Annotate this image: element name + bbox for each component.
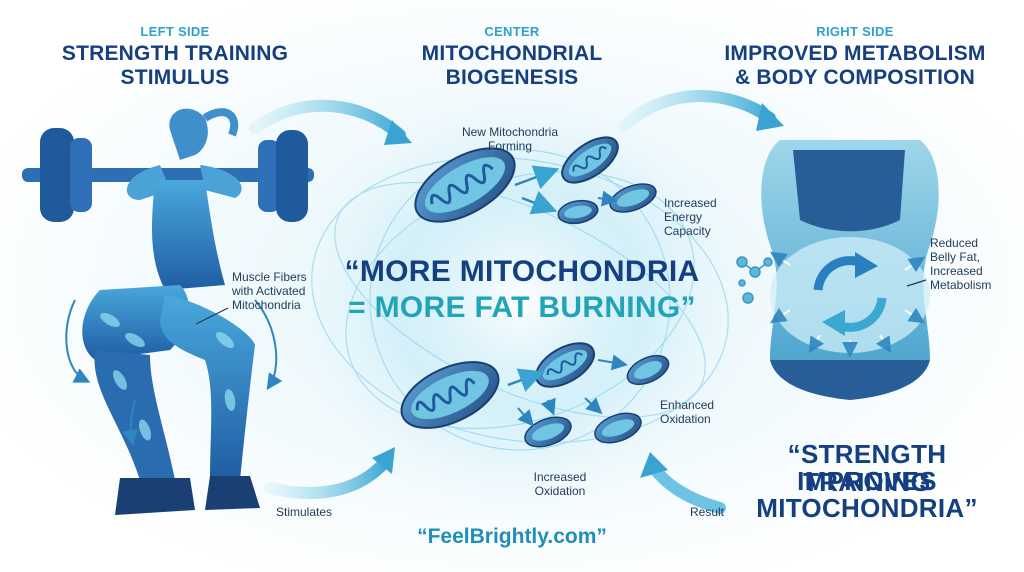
left-title-line1: STRENGTH TRAINING	[61, 42, 289, 65]
mitochondrion-icon	[535, 342, 595, 388]
center-title-line2: BIOGENESIS	[445, 66, 579, 89]
flow-arrow-icon	[619, 90, 776, 131]
reduced-line: Reduced	[930, 236, 979, 250]
flow-arrow-head-icon	[372, 447, 395, 474]
belly-fat-label: Reduced Belly Fat, Increased Metabolism	[930, 236, 1020, 292]
right-kicker: RIGHT SIDE	[816, 24, 894, 39]
right-quote-line3: MITOCHONDRIA”	[756, 493, 978, 523]
reduced-line: Metabolism	[930, 278, 992, 292]
flow-arrow-head-icon	[640, 452, 668, 478]
molecule-icon	[736, 256, 773, 304]
increased-line: Increased	[533, 470, 587, 484]
muscle-fibers-label: Muscle Fibers with Activated Mitochondri…	[232, 270, 352, 312]
energy-line: Increased	[664, 196, 717, 210]
result-label: Result	[690, 505, 725, 519]
increased-oxidation-label: Increased Oxidation	[520, 470, 600, 498]
cycle-arrows-icon	[813, 252, 887, 336]
mitochondrion-icon	[626, 354, 670, 386]
energy-capacity-label: Increased Energy Capacity	[664, 196, 744, 238]
flow-arrow-icon	[249, 99, 406, 141]
forming-line: Forming	[487, 139, 532, 153]
right-quote-line2: IMPROVES	[797, 466, 937, 496]
mitochondrion-icon	[524, 416, 572, 448]
mitochondrion-icon	[594, 412, 642, 444]
enhanced-oxidation-label: Enhanced Oxidation	[660, 398, 740, 426]
increased-line: Oxidation	[534, 484, 586, 498]
mitochondrion-icon	[609, 183, 657, 213]
muscle-label-line: Muscle Fibers	[232, 270, 307, 284]
left-kicker: LEFT SIDE	[140, 24, 210, 39]
center-quote-line2: = MORE FAT BURNING”	[348, 291, 696, 324]
torso-figure	[736, 140, 939, 400]
enhanced-line: Oxidation	[660, 412, 711, 426]
energy-line: Energy	[664, 210, 703, 224]
stimulates-label: Stimulates	[276, 505, 333, 519]
mitochondrion-icon	[400, 361, 500, 429]
center-title-line1: MITOCHONDRIAL	[421, 42, 603, 65]
flow-arrow-icon	[264, 456, 391, 499]
mitochondria-cluster	[400, 136, 670, 448]
reduced-line: Increased	[930, 264, 983, 278]
right-title-line2: & BODY COMPOSITION	[734, 66, 976, 89]
mitochondrion-icon	[561, 136, 619, 184]
barbell-icon	[22, 168, 314, 182]
right-quote-line1: “STRENGTH TRAINING	[787, 439, 947, 497]
fat-zone	[770, 237, 930, 353]
flow-arrow-head-icon	[756, 103, 784, 131]
reduced-line: Belly Fat,	[930, 250, 981, 264]
center-kicker: CENTER	[484, 24, 540, 39]
energy-line: Capacity	[664, 224, 711, 238]
new-mitochondria-label: New Mitochondria Forming	[455, 125, 565, 153]
mitochondrion-icon	[414, 147, 516, 223]
forming-line: New Mitochondria	[461, 125, 559, 139]
site-url: “FeelBrightly.com”	[417, 525, 607, 548]
enhanced-line: Enhanced	[660, 398, 715, 412]
right-title-line1: IMPROVED METABOLISM	[724, 42, 986, 65]
left-title-line2: STIMULUS	[120, 66, 230, 89]
muscle-label-line: Mitochondria	[232, 298, 301, 312]
athlete-figure	[22, 108, 314, 515]
muscle-label-line: with Activated	[232, 284, 306, 298]
mitochondrion-icon	[557, 199, 599, 225]
flow-arrow-head-icon	[384, 120, 412, 145]
center-quote-line1: “MORE MITOCHONDRIA	[344, 255, 700, 288]
